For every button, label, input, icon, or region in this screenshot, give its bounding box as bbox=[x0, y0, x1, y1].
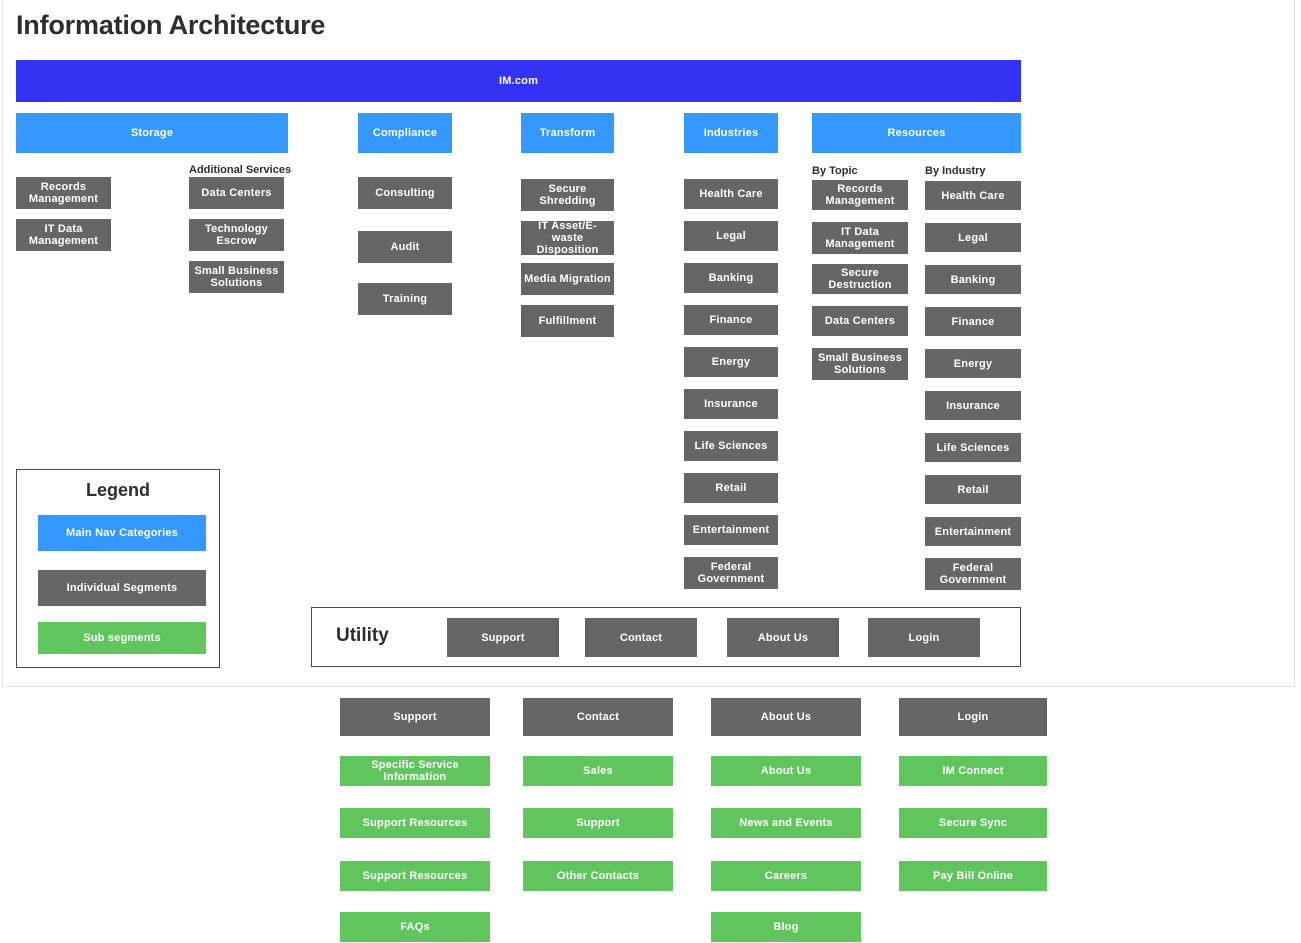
utility-item-about-us[interactable]: About Us bbox=[727, 618, 839, 657]
segment-industries-entertainment[interactable]: Entertainment bbox=[684, 515, 778, 545]
segment-industries-finance[interactable]: Finance bbox=[684, 305, 778, 335]
resource-topic-small-business-solutions[interactable]: Small Business Solutions bbox=[812, 348, 908, 380]
utility-item-login[interactable]: Login bbox=[868, 618, 980, 657]
group-label-additional-services: Additional Services bbox=[189, 164, 292, 176]
legend-title: Legend bbox=[85, 480, 150, 500]
segment-it-asset-ewaste-disposition[interactable]: IT Asset/E-waste Disposition bbox=[521, 220, 614, 256]
resource-industry-legal[interactable]: Legal bbox=[925, 223, 1021, 252]
sub-segment-faqs[interactable]: FAQs bbox=[340, 912, 490, 942]
segment-industries-legal[interactable]: Legal bbox=[684, 221, 778, 251]
nav-header-resources[interactable]: Resources bbox=[812, 113, 1021, 153]
resource-topic-it-data-management[interactable]: IT Data Management bbox=[812, 222, 908, 254]
segment-data-centers[interactable]: Data Centers bbox=[189, 177, 284, 209]
resource-industry-life-sciences[interactable]: Life Sciences bbox=[925, 433, 1021, 462]
nav-header-storage[interactable]: Storage bbox=[16, 113, 288, 153]
resource-industry-energy[interactable]: Energy bbox=[925, 349, 1021, 378]
resource-topic-data-centers[interactable]: Data Centers bbox=[812, 306, 908, 336]
sub-segment-other-contacts[interactable]: Other Contacts bbox=[523, 861, 673, 891]
segment-industries-energy[interactable]: Energy bbox=[684, 347, 778, 377]
sub-segment-about-us[interactable]: About Us bbox=[711, 756, 861, 786]
segment-industries-health-care[interactable]: Health Care bbox=[684, 179, 778, 209]
segment-industries-retail[interactable]: Retail bbox=[684, 473, 778, 503]
segment-small-business-solutions[interactable]: Small Business Solutions bbox=[189, 261, 284, 293]
resource-industry-entertainment[interactable]: Entertainment bbox=[925, 517, 1021, 546]
segment-technology-escrow[interactable]: Technology Escrow bbox=[189, 219, 284, 251]
group-label-by-topic: By Topic bbox=[812, 165, 858, 177]
detail-header-support[interactable]: Support bbox=[340, 698, 490, 736]
sub-segment-im-connect[interactable]: IM Connect bbox=[899, 756, 1047, 786]
legend-swatch-individual-segments: Individual Segments bbox=[38, 570, 206, 606]
segment-industries-federal-government[interactable]: Federal Government bbox=[684, 557, 778, 589]
detail-header-about-us[interactable]: About Us bbox=[711, 698, 861, 736]
nav-header-compliance[interactable]: Compliance bbox=[358, 113, 452, 153]
sub-segment-blog[interactable]: Blog bbox=[711, 912, 861, 942]
segment-secure-shredding[interactable]: Secure Shredding bbox=[521, 179, 614, 211]
resource-industry-finance[interactable]: Finance bbox=[925, 307, 1021, 336]
segment-audit[interactable]: Audit bbox=[358, 231, 452, 263]
nav-header-transform[interactable]: Transform bbox=[521, 113, 614, 153]
group-label-by-industry: By Industry bbox=[925, 165, 986, 177]
legend-swatch-main-nav-categories: Main Nav Categories bbox=[38, 515, 206, 551]
resource-industry-retail[interactable]: Retail bbox=[925, 475, 1021, 504]
segment-media-migration[interactable]: Media Migration bbox=[521, 263, 614, 295]
segment-industries-banking[interactable]: Banking bbox=[684, 263, 778, 293]
sub-segment-specific-service-information[interactable]: Specific Service Information bbox=[340, 756, 490, 786]
utility-item-support[interactable]: Support bbox=[447, 618, 559, 657]
sub-segment-news-and-events[interactable]: News and Events bbox=[711, 808, 861, 838]
resource-industry-banking[interactable]: Banking bbox=[925, 265, 1021, 294]
utility-label: Utility bbox=[336, 625, 389, 646]
nav-header-industries[interactable]: Industries bbox=[684, 113, 778, 153]
resource-industry-insurance[interactable]: Insurance bbox=[925, 391, 1021, 420]
segment-it-data-management[interactable]: IT Data Management bbox=[16, 219, 111, 251]
segment-training[interactable]: Training bbox=[358, 283, 452, 315]
resource-topic-records-management[interactable]: Records Management bbox=[812, 180, 908, 210]
resource-topic-secure-destruction[interactable]: Secure Destruction bbox=[812, 264, 908, 294]
utility-item-contact[interactable]: Contact bbox=[585, 618, 697, 657]
sub-segment-sales[interactable]: Sales bbox=[523, 756, 673, 786]
segment-fulfillment[interactable]: Fulfillment bbox=[521, 305, 614, 337]
sub-segment-contact-support[interactable]: Support bbox=[523, 808, 673, 838]
resource-industry-federal-government[interactable]: Federal Government bbox=[925, 558, 1021, 590]
sub-segment-support-resources-1[interactable]: Support Resources bbox=[340, 808, 490, 838]
segment-consulting[interactable]: Consulting bbox=[358, 177, 452, 209]
sub-segment-pay-bill-online[interactable]: Pay Bill Online bbox=[899, 861, 1047, 891]
segment-industries-life-sciences[interactable]: Life Sciences bbox=[684, 431, 778, 461]
page-title: Information Architecture bbox=[16, 10, 326, 40]
sub-segment-support-resources-2[interactable]: Support Resources bbox=[340, 861, 490, 891]
detail-header-login[interactable]: Login bbox=[899, 698, 1047, 736]
resource-industry-health-care[interactable]: Health Care bbox=[925, 181, 1021, 210]
sub-segment-secure-sync[interactable]: Secure Sync bbox=[899, 808, 1047, 838]
segment-records-management[interactable]: Records Management bbox=[16, 177, 111, 209]
detail-header-contact[interactable]: Contact bbox=[523, 698, 673, 736]
segment-industries-insurance[interactable]: Insurance bbox=[684, 389, 778, 419]
root-node-im-com[interactable]: IM.com bbox=[16, 60, 1021, 102]
sub-segment-careers[interactable]: Careers bbox=[711, 861, 861, 891]
legend-swatch-sub-segments: Sub segments bbox=[38, 622, 206, 654]
